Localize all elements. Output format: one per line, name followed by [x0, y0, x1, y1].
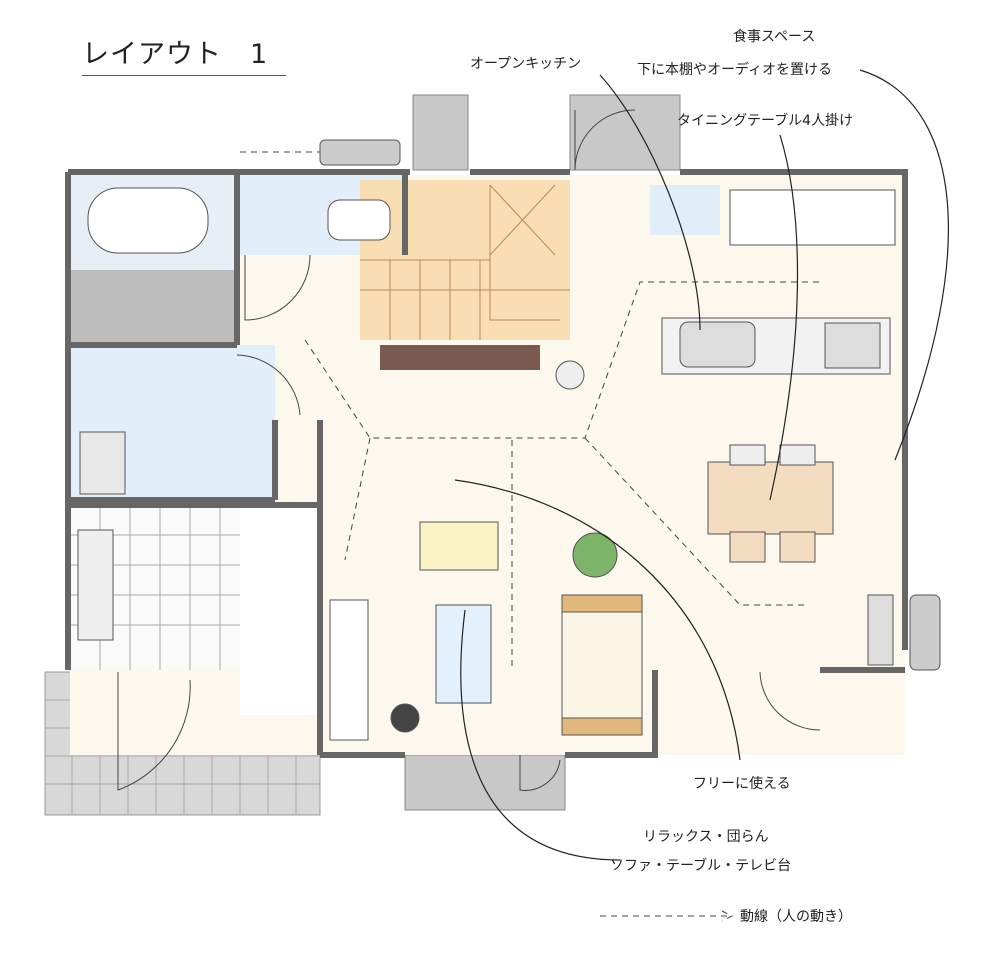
label-living-furniture: ソファ・テーブル・テレビ台	[610, 858, 792, 874]
label-free-use: フリーに使える	[693, 776, 791, 792]
counter	[729, 189, 896, 246]
ac-unit	[909, 594, 941, 671]
walls	[65, 169, 908, 758]
label-relax: リラックス・団らん	[643, 829, 769, 845]
tv-stand	[329, 599, 369, 741]
label-dining-table: タイニングテーブル4人掛け	[677, 113, 854, 129]
closet	[240, 505, 320, 715]
sofa	[561, 594, 643, 736]
plan-title: レイアウト 1	[82, 32, 286, 76]
fridge	[867, 594, 894, 666]
label-dining-space: 食事スペース	[733, 29, 816, 45]
label-open-kitchen: オープンキッチン	[470, 56, 582, 72]
fixtures	[77, 139, 941, 741]
pantry	[650, 185, 720, 235]
label-dining-note: 下に本棚やオーディオを置ける	[637, 62, 833, 78]
sink	[79, 431, 126, 495]
stove	[824, 322, 881, 369]
circulation-lines	[240, 151, 820, 670]
stair-bench	[380, 345, 540, 370]
bathtub	[87, 187, 209, 254]
stair-treads	[360, 184, 570, 340]
toilet	[327, 199, 391, 241]
kitchen-sink	[679, 321, 756, 368]
legend-arrow-icon	[600, 910, 734, 922]
cushion	[419, 521, 499, 571]
bath-floor	[70, 270, 235, 345]
shelf	[77, 529, 114, 641]
legend-label: 動線（人の動き）	[740, 909, 852, 925]
door-swings	[117, 109, 821, 791]
water-heater	[319, 139, 401, 166]
leader-lines	[454, 69, 949, 861]
